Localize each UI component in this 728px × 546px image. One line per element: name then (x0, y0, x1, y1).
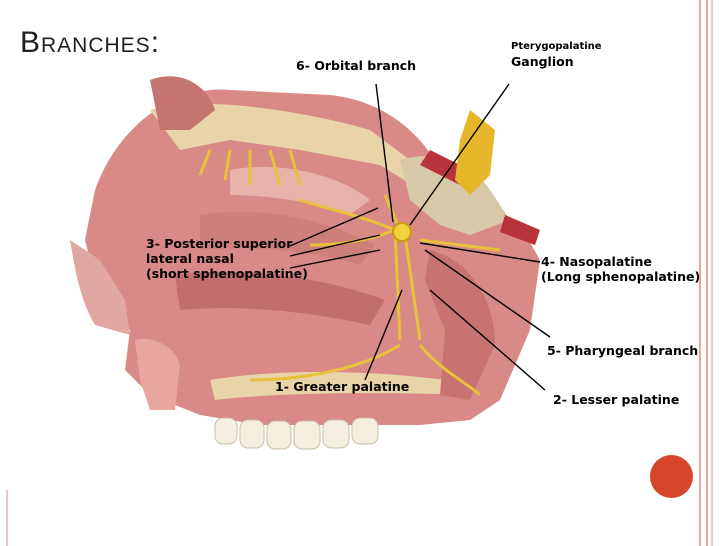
label-lesser-palatine: 2- Lesser palatine (553, 392, 680, 407)
upper-lip (135, 338, 180, 410)
slide-title: Branches: (20, 26, 161, 59)
ganglion-node (392, 222, 412, 242)
label-posterior-line2: lateral nasal (146, 251, 234, 266)
label-posterior-line1: 3- Posterior superior (146, 236, 293, 251)
label-ganglion-line2: Ganglion (511, 54, 574, 69)
label-ganglion-line1: Pterygopalatine (511, 41, 602, 52)
frontal-sinus (150, 76, 215, 130)
right-border-line-1 (699, 0, 701, 546)
label-greater-palatine: 1- Greater palatine (275, 379, 410, 394)
right-border-line-2 (706, 0, 708, 546)
cribriform-roof (150, 103, 440, 190)
left-border-line (6, 490, 8, 546)
right-border-line-3 (711, 0, 713, 546)
label-nasopalatine-line2: (Long sphenopalatine) (541, 269, 701, 284)
vessel-lower (500, 215, 540, 245)
label-nasopalatine-line1: 4- Nasopalatine (541, 254, 652, 269)
inferior-turbinate (175, 271, 385, 325)
leader-lines (289, 83, 551, 391)
accent-circle (650, 455, 693, 498)
label-orbital-branch: 6- Orbital branch (296, 58, 417, 73)
soft-palate (425, 250, 495, 400)
label-pharyngeal-branch: 5- Pharyngeal branch (547, 343, 699, 358)
sphenoid-region (400, 156, 510, 235)
label-posterior-line3: (short sphenopalatine) (146, 266, 308, 281)
middle-turbinate (200, 211, 375, 265)
teeth (214, 417, 379, 450)
superior-turbinate (230, 166, 370, 215)
nose-external (70, 240, 130, 335)
ganglion-body (455, 110, 495, 195)
